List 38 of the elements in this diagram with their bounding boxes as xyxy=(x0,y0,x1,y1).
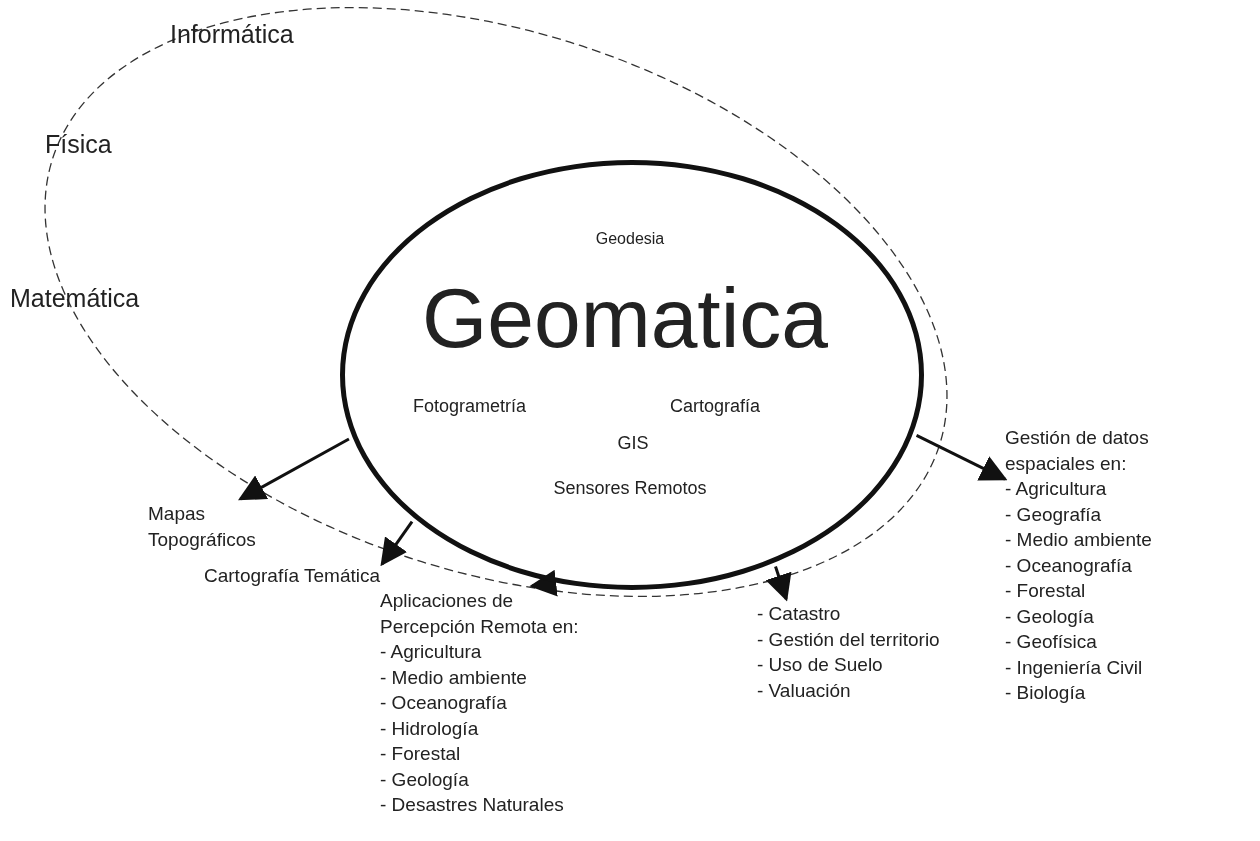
list-item: - Biología xyxy=(1005,681,1087,705)
term-label: Cartografía xyxy=(670,396,761,417)
discipline-label: Física xyxy=(45,130,112,159)
list-item: - Geología xyxy=(380,767,470,792)
text-label: Gestión de datos espaciales en: xyxy=(1005,426,1150,476)
term-label: GIS xyxy=(617,433,649,454)
text-label: Aplicaciones de Percepción Remota en: xyxy=(380,589,580,639)
arrow xyxy=(529,569,558,597)
discipline-label: Informática xyxy=(170,20,294,49)
arrow xyxy=(380,520,414,567)
term-label: Fotogrametría xyxy=(413,396,527,417)
list-item: - Medio ambiente xyxy=(380,665,528,690)
discipline-label: Matemática xyxy=(10,284,140,313)
list-item: - Desastres Naturales xyxy=(380,793,565,817)
list-item: - Geología xyxy=(1005,604,1095,629)
list-item: - Agricultura xyxy=(380,640,483,664)
list-item: - Valuación xyxy=(757,678,852,703)
text-label: - Catastro xyxy=(757,602,842,626)
list-item: - Forestal xyxy=(1005,579,1087,603)
list-item: - Geofísica xyxy=(1005,630,1098,654)
arrow xyxy=(765,566,792,602)
list-item: - Oceanografía xyxy=(1005,553,1133,578)
list-item: - Gestión del territorio xyxy=(757,627,940,652)
list-item: - Hidrología xyxy=(380,716,480,741)
arrow xyxy=(238,437,350,501)
text-label: Mapas Topográficos xyxy=(148,502,257,552)
list-item: - Uso de Suelo xyxy=(757,653,884,677)
main-term-label: Geomatica xyxy=(421,270,829,367)
list-item: - Medio ambiente xyxy=(1005,528,1153,552)
term-label: Sensores Remotos xyxy=(553,478,707,499)
arrow xyxy=(915,434,1008,481)
list-item: - Agricultura xyxy=(1005,477,1108,501)
list-item: - Geografía xyxy=(1005,502,1103,527)
list-item: - Oceanografía xyxy=(380,691,508,715)
list-item: - Ingeniería Civil xyxy=(1005,655,1144,680)
term-label: Geodesia xyxy=(595,230,665,249)
list-item: - Forestal xyxy=(380,742,462,766)
text-label: Cartografía Temática xyxy=(204,564,380,588)
